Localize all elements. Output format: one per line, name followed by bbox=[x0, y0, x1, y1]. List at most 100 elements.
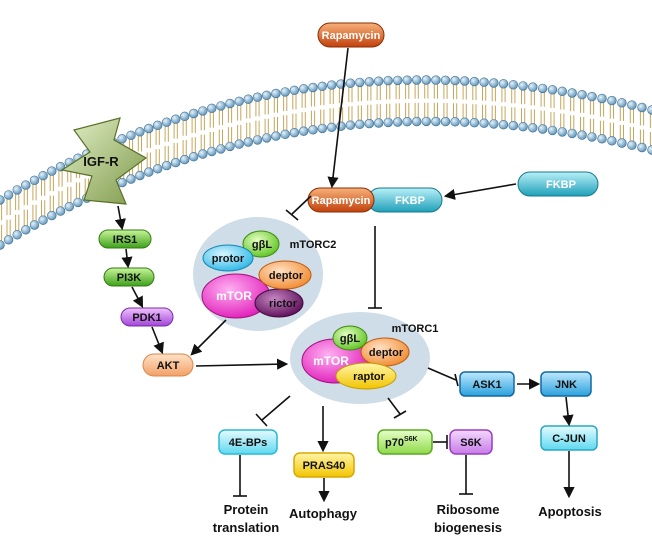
lipid-head bbox=[21, 225, 31, 235]
ask1-label: ASK1 bbox=[472, 379, 501, 391]
rapamycin-fkbp-complex[interactable]: Rapamycin FKBP bbox=[307, 187, 443, 213]
lipid-head bbox=[617, 98, 627, 108]
outcome-protein-line2: translation bbox=[213, 520, 280, 535]
lipid-head bbox=[393, 75, 403, 86]
lipid-head bbox=[262, 90, 272, 101]
lipid-head bbox=[547, 125, 558, 136]
lipid-head bbox=[3, 235, 14, 245]
lipid-head bbox=[537, 83, 548, 94]
lipid-head bbox=[547, 85, 558, 95]
lipid-head bbox=[345, 120, 356, 130]
lipid-head bbox=[289, 128, 300, 138]
irs1-node[interactable]: IRS1 bbox=[98, 229, 152, 249]
lipid-head bbox=[431, 116, 441, 127]
outcome-ribosome-line1: Ribosome bbox=[437, 502, 500, 517]
pdk1-label: PDK1 bbox=[132, 312, 161, 324]
lipid-head bbox=[518, 121, 528, 132]
lipid-head bbox=[460, 76, 470, 86]
lipid-head bbox=[440, 75, 451, 86]
p70s6k-node[interactable]: p70S6K bbox=[377, 429, 433, 455]
arrow-akt-to-mtorc1 bbox=[195, 358, 289, 370]
lipid-head bbox=[567, 128, 577, 139]
lipid-head bbox=[271, 131, 281, 141]
lipid-head bbox=[144, 123, 154, 134]
lipid-head bbox=[243, 137, 254, 147]
lipid-head bbox=[469, 76, 480, 87]
lipid-head bbox=[47, 166, 57, 176]
lipid-head bbox=[47, 210, 57, 221]
lipid-head bbox=[327, 122, 337, 133]
jnk-node[interactable]: JNK bbox=[540, 371, 592, 397]
lipid-head bbox=[171, 114, 181, 124]
lipid-head bbox=[567, 88, 577, 98]
lipid-head bbox=[216, 101, 226, 111]
pi3k-node[interactable]: PI3K bbox=[103, 267, 155, 287]
lipid-head bbox=[498, 119, 509, 130]
lipid-head bbox=[135, 127, 145, 137]
lipid-head bbox=[489, 119, 499, 129]
lipid-head bbox=[55, 206, 66, 216]
rapamycin-top-node[interactable]: Rapamycin bbox=[317, 22, 385, 48]
outcome-apoptosis: Apoptosis bbox=[538, 504, 602, 519]
lipid-head bbox=[153, 164, 163, 174]
lipid-head bbox=[597, 134, 607, 144]
lipid-head bbox=[207, 103, 217, 114]
mtorc1-mtor-label: mTOR bbox=[313, 354, 349, 368]
arrow-rapamycin-to-complex bbox=[327, 47, 349, 189]
lipid-head bbox=[557, 86, 567, 97]
lipid-head bbox=[450, 117, 460, 127]
mtorc1-raptor-label: raptor bbox=[353, 371, 386, 383]
mtorc1-complex: mTORC1 gβL deptor mTOR raptor bbox=[290, 312, 438, 404]
mtorc2-gbl-label: gβL bbox=[252, 239, 272, 251]
lipid-head bbox=[38, 171, 48, 181]
mtorc2-mtor-label: mTOR bbox=[216, 289, 252, 303]
ask1-node[interactable]: ASK1 bbox=[459, 371, 515, 397]
inhibit-mtorc1-to-ask1 bbox=[427, 367, 457, 381]
pras40-node[interactable]: PRAS40 bbox=[293, 452, 355, 478]
outcome-ribosome-line2: biogenesis bbox=[434, 520, 502, 535]
inhibit-mtorc1-to-p70 bbox=[387, 397, 401, 415]
lipid-head bbox=[421, 116, 431, 127]
pdk1-node[interactable]: PDK1 bbox=[120, 307, 174, 327]
jnk-label: JNK bbox=[555, 379, 577, 391]
lipid-head bbox=[29, 175, 40, 186]
lipid-head bbox=[383, 75, 393, 86]
lipid-head bbox=[489, 78, 499, 88]
fkbp-free-node[interactable]: FKBP bbox=[517, 171, 599, 197]
mtorc1-label: mTORC1 bbox=[392, 323, 439, 335]
igf-r-receptor: IGF-R bbox=[60, 117, 148, 205]
mtorc1-raptor-shape bbox=[335, 362, 397, 390]
arrow-igfr-to-irs1 bbox=[114, 205, 126, 231]
akt-node[interactable]: AKT bbox=[142, 353, 194, 377]
lipid-head bbox=[355, 77, 365, 88]
lipid-head bbox=[289, 85, 300, 96]
lipid-head bbox=[647, 105, 652, 115]
arrow-irs1-to-pi3k bbox=[121, 248, 133, 269]
p70-superscript: S6K bbox=[404, 436, 418, 443]
4ebps-node[interactable]: 4E-BPs bbox=[218, 429, 278, 455]
lipid-head bbox=[252, 92, 263, 102]
lipid-head bbox=[0, 240, 5, 250]
lipid-head bbox=[597, 93, 607, 104]
lipid-head bbox=[299, 84, 309, 94]
mtorc2-rictor-label: rictor bbox=[269, 298, 298, 310]
lipid-head bbox=[308, 82, 318, 93]
lipid-head bbox=[162, 117, 172, 127]
inhibit-complex-to-mtorc2 bbox=[291, 195, 312, 215]
lipid-head bbox=[364, 118, 374, 129]
cell-membrane bbox=[0, 75, 652, 250]
lipid-head bbox=[607, 95, 617, 106]
lipid-head bbox=[280, 129, 290, 140]
inhibit-bar-4ebps bbox=[255, 413, 268, 427]
lipid-head bbox=[402, 75, 412, 85]
lipid-head bbox=[508, 80, 518, 90]
lipid-head bbox=[162, 160, 172, 171]
cjun-node[interactable]: C-JUN bbox=[540, 425, 598, 451]
s6k-node[interactable]: S6K bbox=[449, 429, 493, 455]
lipid-head bbox=[537, 124, 548, 134]
mtorc2-deptor-label: deptor bbox=[269, 270, 304, 282]
mtorc2-gbl-shape bbox=[242, 230, 280, 258]
lipid-head bbox=[364, 77, 374, 87]
